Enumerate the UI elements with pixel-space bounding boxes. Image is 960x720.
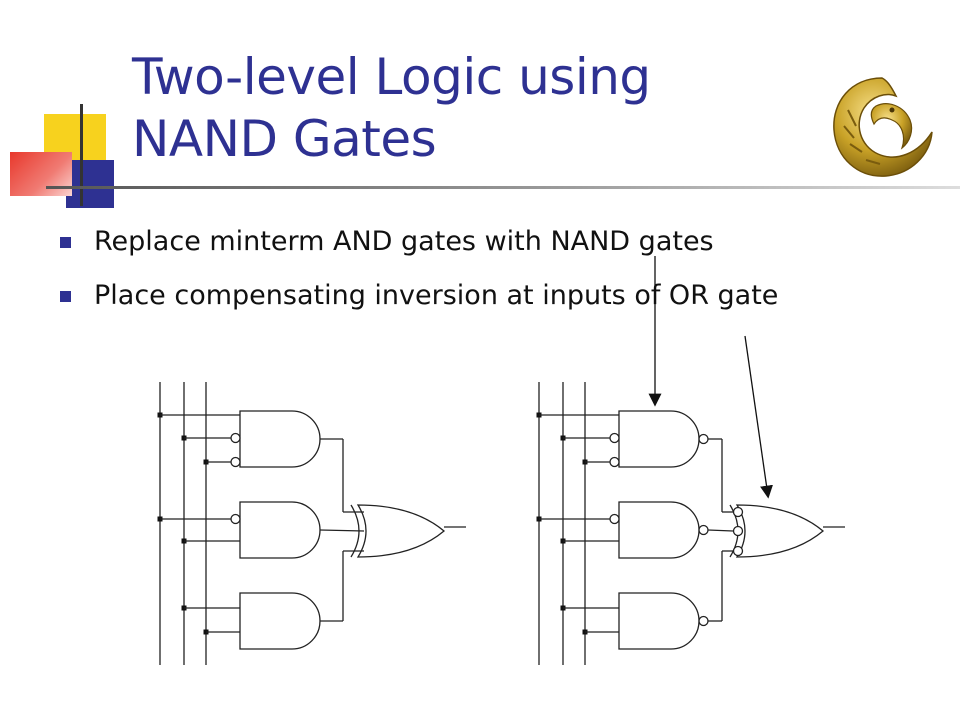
page-title: Two-level Logic using NAND Gates <box>132 46 832 170</box>
input-inverter-bubble <box>609 456 620 468</box>
input-inverter-bubble <box>230 513 241 525</box>
ucf-pegasus-logo-icon <box>833 77 933 177</box>
and-gate-1 <box>239 410 321 468</box>
title-line-1: Two-level Logic using <box>132 48 651 106</box>
bullet-list: Replace minterm AND gates with NAND gate… <box>60 222 778 330</box>
and-gate-3 <box>239 592 321 650</box>
nand-or-circuit <box>536 382 845 665</box>
nand-gate-3 <box>618 592 700 650</box>
arrow-to-or-inversion <box>744 335 773 499</box>
bullet-text-1: Replace minterm AND gates with NAND gate… <box>94 226 714 257</box>
bullet-item-1: Replace minterm AND gates with NAND gate… <box>60 222 778 276</box>
or-gate <box>356 504 446 558</box>
input-inverter-bubble <box>609 432 620 444</box>
corner-decoration <box>0 0 140 215</box>
wire-or-input-2 <box>319 529 365 532</box>
bullet-square-icon <box>60 237 71 248</box>
bullet-text-2: Place compensating inversion at inputs o… <box>94 280 779 311</box>
bullet-square-icon <box>60 291 71 302</box>
or-gate <box>735 504 825 558</box>
nand-gate-1 <box>618 410 700 468</box>
nand-output-bubble <box>698 524 709 536</box>
deco-vertical-line <box>80 104 83 206</box>
or-input-bubble-2 <box>732 525 744 537</box>
title-underline <box>46 186 960 189</box>
annotation-arrows <box>648 256 773 499</box>
deco-blue-square <box>66 160 114 208</box>
and-or-circuit <box>157 382 466 665</box>
or-input-bubble-1 <box>732 506 744 518</box>
wire-or-input-2 <box>707 529 734 532</box>
input-inverter-bubble <box>609 513 620 525</box>
title-line-2: NAND Gates <box>132 110 437 168</box>
and-gate-2 <box>239 501 321 559</box>
input-inverter-bubble <box>230 432 241 444</box>
or-input-bubble-3 <box>732 545 744 557</box>
nand-gate-2 <box>618 501 700 559</box>
input-inverter-bubble <box>230 456 241 468</box>
nand-output-bubble <box>698 615 709 627</box>
bullet-item-2: Place compensating inversion at inputs o… <box>60 276 778 330</box>
nand-output-bubble <box>698 433 709 445</box>
